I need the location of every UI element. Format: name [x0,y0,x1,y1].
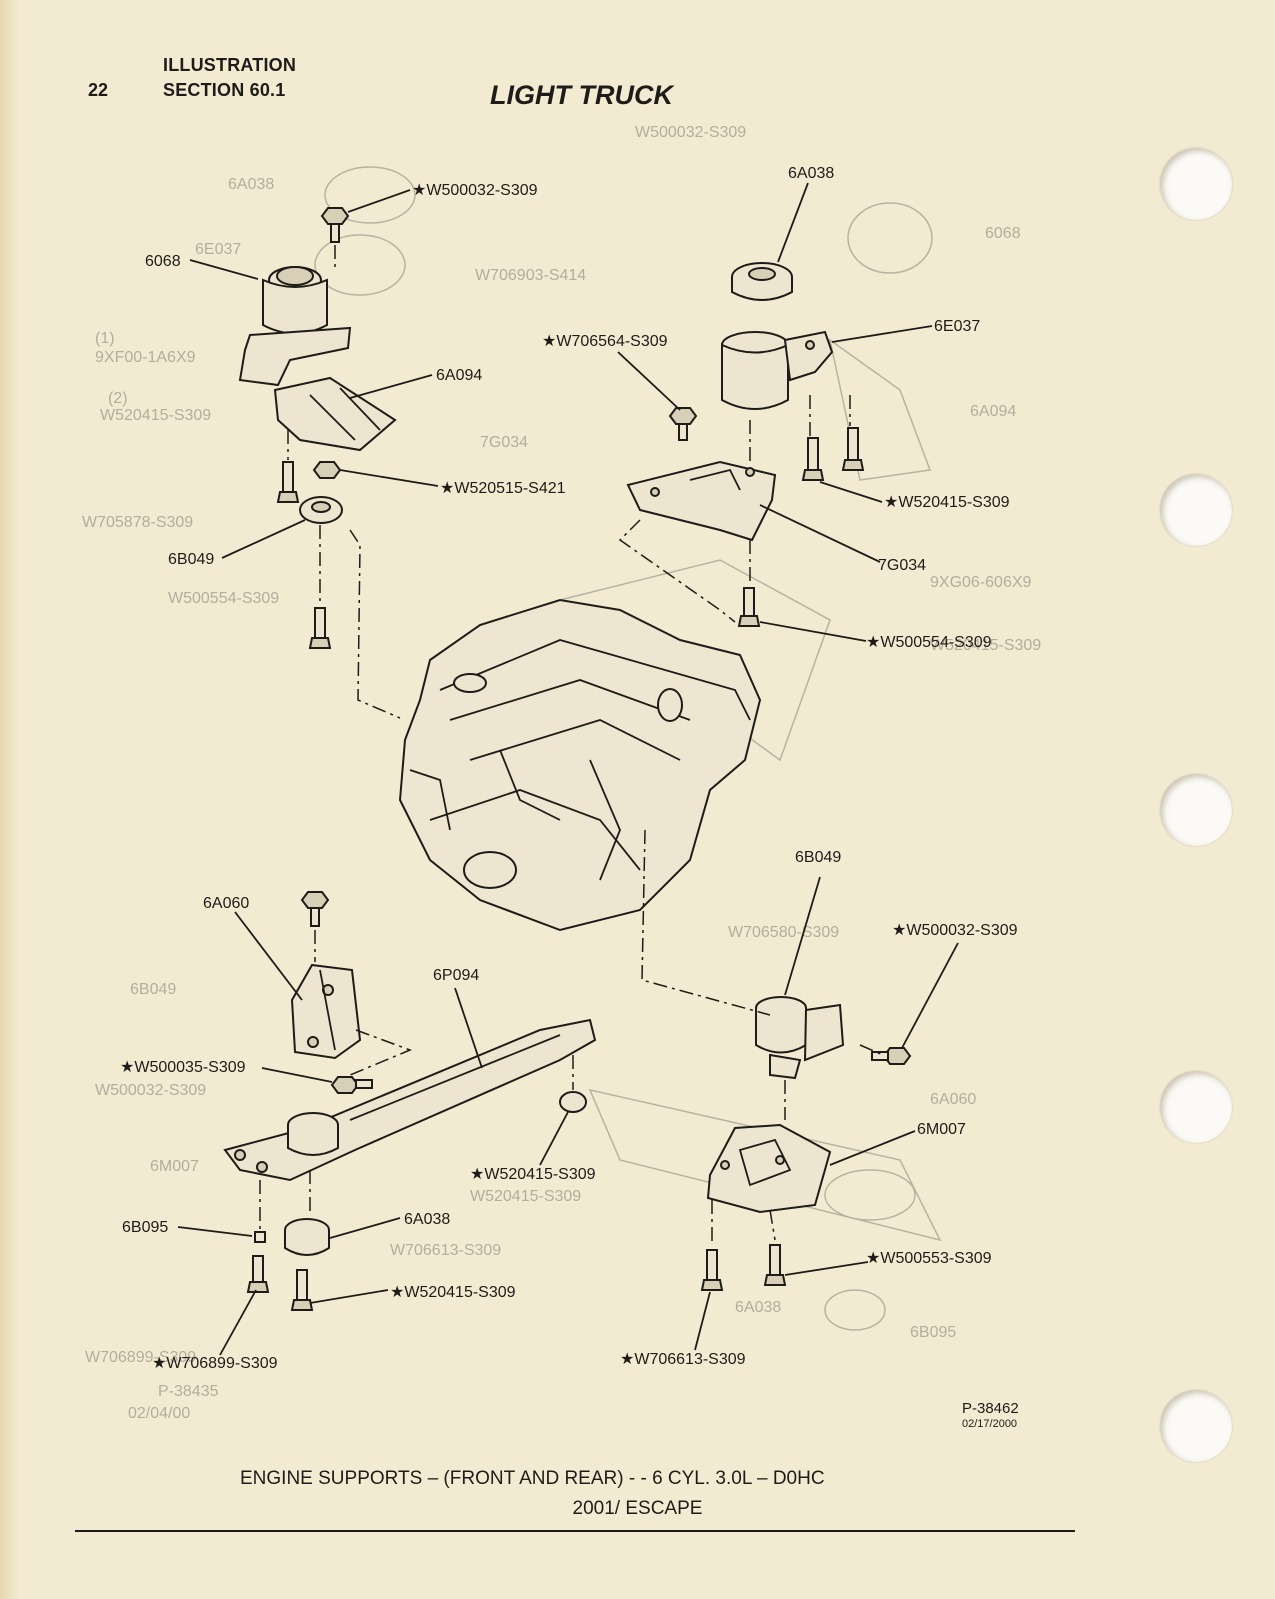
callout-bottom-left-bracket: 6A060 [203,895,249,912]
ghost-label: W705878-S309 [82,514,193,531]
ghost-label: 9XF00-1A6X9 [95,349,196,366]
callout-top-right-mount: 6E037 [934,318,980,335]
ghost-label: 6E037 [195,241,241,258]
ghost-label: 6A038 [228,176,274,193]
ghost-label: 6068 [985,225,1021,242]
ghost-label: 6M007 [150,1158,199,1175]
callout-labels: ★W500032-S309 6068 6A094 ★W520515-S421 6… [120,165,1018,1372]
callout-bottom-right-bolt2: ★W500553-S309 [866,1250,992,1267]
callout-top-right-bolts: ★W520415-S309 [884,494,1010,511]
callout-top-left-bracket: 6A094 [436,367,482,384]
callout-crossmember: 6P094 [433,967,479,984]
callout-top-left-nut: ★W520515-S421 [440,480,566,497]
ghost-label: W706903-S414 [475,267,586,284]
binder-hole-2 [1160,474,1232,546]
figure-id: P-38462 [962,1400,1019,1417]
callout-bottom-left-bolt2: ★W520415-S309 [390,1284,516,1301]
ghost-label: W520415-S309 [100,407,211,424]
ghost-label: P-38435 [158,1383,219,1400]
ghost-label: W706580-S309 [728,924,839,941]
callout-top-right-bottom-bolt: ★W500554-S309 [866,634,992,651]
callout-bottom-left-cap: 6A038 [404,1211,450,1228]
ghost-label: W500554-S309 [168,590,279,607]
top-left-mount-assembly [189,189,439,719]
ghost-label: 6A094 [970,403,1016,420]
top-right-mount-assembly [617,182,933,642]
callout-top-right-bracket: 7G034 [878,557,926,574]
page-title: LIGHT TRUCK [490,80,673,110]
callout-crossmember-nut: ★W520415-S309 [470,1166,596,1183]
ghost-label: 7G034 [480,434,528,451]
caption-model: 2001/ ESCAPE [572,1498,703,1519]
ghost-label: 6A060 [930,1091,976,1108]
ghost-label: W706613-S309 [390,1242,501,1259]
section-number: SECTION 60.1 [163,80,286,100]
bottom-rule [75,1530,1075,1532]
callout-bottom-left-washer: 6B095 [122,1219,168,1236]
bottom-right-assembly [641,829,959,1351]
callout-top-right-bolt-small: ★W706564-S309 [542,333,668,350]
ghost-label: W500032-S309 [635,124,746,141]
ghost-label: W500032-S309 [95,1082,206,1099]
binder-hole-4 [1160,1071,1232,1143]
callout-top-right-cap: 6A038 [788,165,834,182]
ghost-label: 9XG06-606X9 [930,574,1032,591]
callout-bottom-left-bolt: ★W500035-S309 [120,1059,246,1076]
ghost-label: W520415-S309 [930,637,1041,654]
page-number: 22 [88,80,109,100]
figure-date: 02/17/2000 [962,1418,1018,1430]
page-edge [0,0,20,1599]
callout-top-left-mount: 6068 [145,253,181,270]
callout-bottom-left-bolt3: ★W706899-S309 [152,1355,278,1372]
callout-bottom-right-bolt: ★W500032-S309 [892,922,1018,939]
engine-block [398,598,762,932]
ghost-label: (2) [108,390,128,407]
ghost-label: 6B095 [910,1324,956,1341]
callout-bottom-right-mount: 6M007 [917,1121,966,1138]
callout-top-left-insulator: 6B049 [168,551,214,568]
ghost-label: W706899-S309 [85,1349,196,1366]
bottom-left-assembly [177,891,597,1356]
binder-hole-3 [1160,774,1232,846]
callout-bottom-center-bolt: ★W706613-S309 [620,1351,746,1368]
callout-top-left-bolt: ★W500032-S309 [412,182,538,199]
caption-title: ENGINE SUPPORTS – (FRONT AND REAR) - - 6… [240,1468,825,1489]
binder-hole-5 [1160,1390,1232,1462]
callout-bottom-right-insulator: 6B049 [795,849,841,866]
binder-hole-1 [1160,148,1232,220]
section-label: ILLUSTRATION [163,55,297,75]
ghost-label: 6A038 [735,1299,781,1316]
ghost-label: (1) [95,330,115,347]
ghost-label: 02/04/00 [128,1405,190,1422]
ghost-label: 6B049 [130,981,176,998]
ghost-label: W520415-S309 [470,1188,581,1205]
